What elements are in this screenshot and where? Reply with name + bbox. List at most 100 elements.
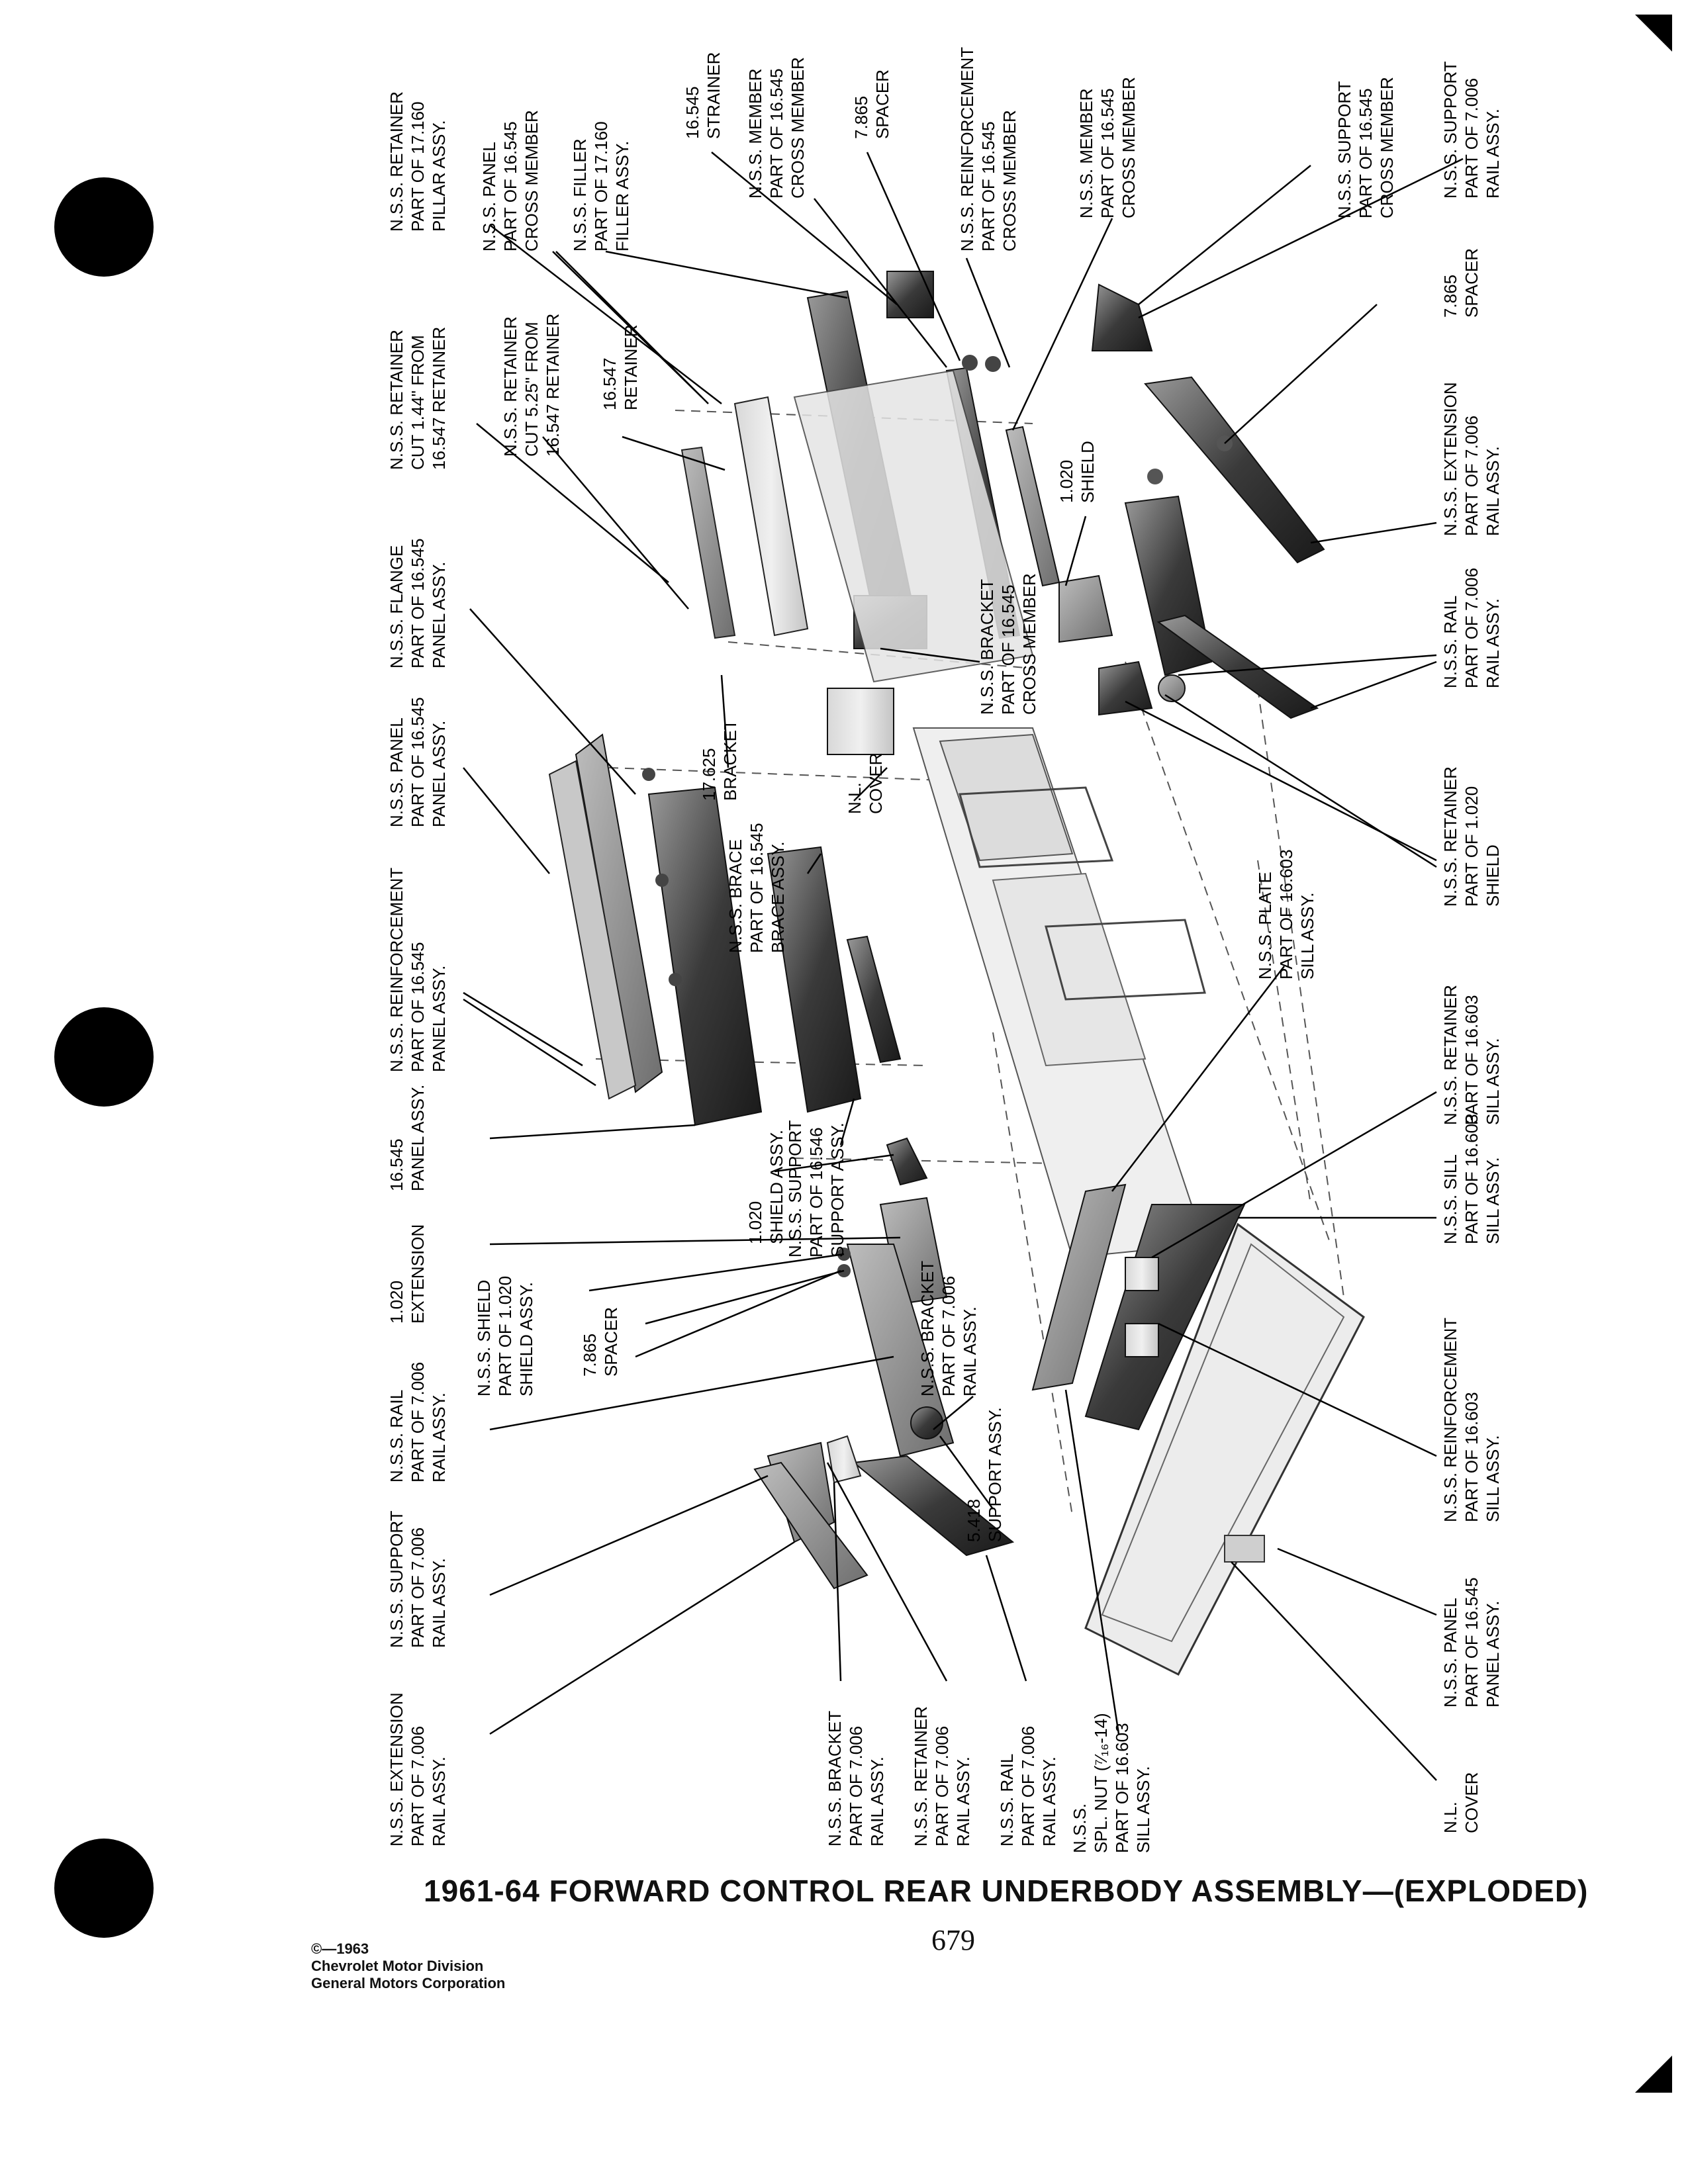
callout-line: N.S.S. MEMBER: [745, 69, 765, 199]
callout-line: 16.545: [387, 1138, 406, 1191]
callout-line: PART OF 7.006: [408, 1527, 428, 1648]
callout-line: CROSS MEMBER: [1119, 77, 1139, 218]
callout-line: RAIL ASSY.: [1483, 109, 1503, 199]
callout-line: PART OF 17.160: [591, 121, 611, 251]
callout-c23: N.L.COVER: [845, 753, 886, 814]
callout-line: COVER: [1462, 1772, 1481, 1833]
callout-line: RAIL ASSY.: [429, 1756, 449, 1846]
callout-line: SHIELD: [1483, 844, 1503, 907]
callout-line: N.S.S. SILL: [1440, 1154, 1460, 1244]
callout-line: N.L.: [845, 782, 865, 814]
callout-line: BRACE ASSY.: [768, 841, 788, 953]
callout-line: N.S.S. RAIL: [1440, 596, 1460, 688]
callout-line: 1.020: [387, 1281, 406, 1324]
callout-line: RAIL ASSY.: [1039, 1756, 1059, 1846]
callout-line: PART OF 7.006: [408, 1726, 428, 1846]
binder-hole-bottom: [54, 1839, 154, 1938]
callout-line: PANEL ASSY.: [1483, 1601, 1503, 1707]
callout-line: PART OF 16.603: [1462, 1114, 1481, 1244]
callout-line: PART OF 16.545: [500, 121, 520, 251]
callout-line: PART OF 7.006: [1018, 1726, 1038, 1846]
sill-assembly-lower-right: [1031, 1183, 1365, 1676]
callout-c46: N.L.COVER: [1440, 1772, 1481, 1833]
callout-line: N.S.S. RETAINER: [500, 316, 520, 457]
callout-line: RAIL ASSY.: [953, 1756, 973, 1846]
callout-line: SHIELD: [1078, 441, 1098, 503]
callout-line: PART OF 16.545: [408, 697, 428, 827]
callout-line: SILL ASSY.: [1483, 1157, 1503, 1244]
callout-line: N.S.S. BRACKET: [917, 1261, 937, 1396]
callout-line: 1.020: [1056, 460, 1076, 503]
rail-assembly-right: [1058, 283, 1325, 719]
callout-line: PART OF 16.603: [1112, 1723, 1132, 1853]
callout-line: 16.547 RETAINER: [429, 327, 449, 470]
callout-line: PILLAR ASSY.: [429, 120, 449, 232]
binder-hole-top: [54, 177, 154, 277]
callout-line: PART OF 7.006: [1462, 416, 1481, 536]
page-title: 1961-64 FORWARD CONTROL REAR UNDERBODY A…: [424, 1874, 1589, 1908]
callout-line: PANEL ASSY.: [429, 721, 449, 827]
callout-line: N.S.S. RETAINER: [911, 1706, 931, 1846]
callout-line: SUPPORT ASSY.: [985, 1407, 1005, 1542]
callout-line: N.S.S. SHIELD: [474, 1280, 494, 1396]
callout-line: N.S.S. PLATE: [1255, 872, 1275, 979]
callout-line: PART OF 16.545: [978, 121, 998, 251]
callout-line: COVER: [866, 753, 886, 814]
callout-line: STRAINER: [704, 52, 724, 139]
callout-line: PART OF 1.020: [1462, 786, 1481, 907]
callout-line: CROSS MEMBER: [522, 110, 541, 251]
callout-line: PART OF 16.603: [1276, 849, 1296, 979]
callout-line: PART OF 1.020: [495, 1276, 515, 1396]
callout-line: CROSS MEMBER: [1377, 77, 1397, 218]
callout-line: N.S.S. REINFORCEMENT: [957, 47, 977, 251]
cross-member-upper-parts: [680, 271, 1060, 755]
callout-line: N.S.S. MEMBER: [1076, 89, 1096, 218]
callout-line: PART OF 16.603: [1462, 995, 1481, 1125]
callout-line: PANEL ASSY.: [429, 562, 449, 668]
callout-line: SPL. NUT (⁷⁄₁₆-14): [1091, 1713, 1111, 1853]
callout-line: 16.545: [682, 86, 702, 139]
callout-line: PART OF 7.006: [1462, 568, 1481, 688]
callout-line: PART OF 7.006: [846, 1726, 866, 1846]
callout-line: N.S.S.: [1070, 1803, 1090, 1853]
callout-line: N.S.S. SUPPORT: [785, 1120, 805, 1257]
callout-line: N.S.S. FILLER: [570, 139, 590, 252]
callout-line: RAIL ASSY.: [429, 1392, 449, 1482]
callout-line: PART OF 7.006: [1462, 78, 1481, 199]
corner-mark-top-right: [1635, 15, 1672, 52]
callout-line: N.S.S. BRACE: [726, 839, 745, 953]
callout-line: N.S.S. RAIL: [387, 1390, 406, 1482]
callout-line: RAIL ASSY.: [1483, 598, 1503, 688]
floor-panel-center: [912, 727, 1206, 1259]
callout-line: N.S.S. BRACKET: [977, 579, 997, 715]
callout-line: N.S.S. PANEL: [479, 142, 499, 251]
callout-line: FILLER ASSY.: [612, 141, 632, 251]
callout-line: N.S.S. RETAINER: [387, 91, 406, 232]
callout-line: N.S.S. BRACKET: [825, 1711, 845, 1846]
callout-line: N.S.S. REINFORCEMENT: [1440, 1318, 1460, 1522]
callout-labels: N.S.S. RETAINER PART OF 17.160 PILLAR ASSY…: [387, 47, 1503, 1853]
callout-line: RAIL ASSY.: [960, 1306, 980, 1396]
callout-line: N.S.S. PANEL: [387, 717, 406, 827]
